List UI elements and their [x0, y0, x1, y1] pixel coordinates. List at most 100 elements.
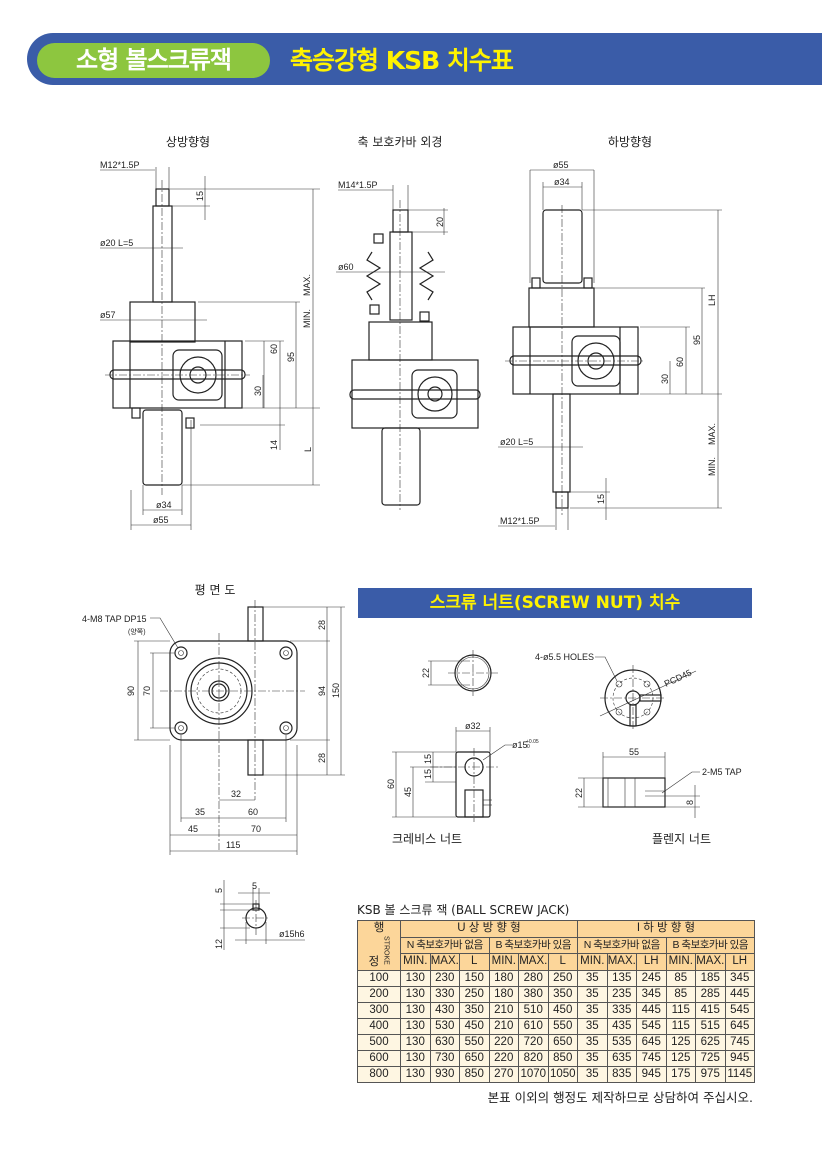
value-cell: 125	[665, 1033, 696, 1051]
value-cell: 945	[724, 1049, 755, 1067]
value-cell: 35	[577, 1033, 608, 1051]
value-cell: 535	[606, 1033, 637, 1051]
dim-label: ø15	[512, 740, 528, 750]
value-cell: 130	[400, 985, 431, 1003]
value-cell: 150	[459, 969, 490, 987]
value-cell: 415	[695, 1001, 726, 1019]
value-cell: 515	[695, 1017, 726, 1035]
drawing-title: 상방향형	[166, 135, 210, 149]
column-header: MAX.	[695, 953, 726, 971]
dim-label: ø34	[554, 177, 570, 187]
value-cell: 270	[488, 1065, 519, 1083]
category-pill: 소형 볼스크류잭	[37, 43, 270, 78]
dim-label: 70	[142, 686, 152, 696]
value-cell: 530	[429, 1017, 460, 1035]
value-cell: 35	[577, 1001, 608, 1019]
dim-label: LH	[707, 294, 717, 306]
value-cell: 450	[547, 1001, 578, 1019]
page-title: 축승강형 KSB 치수표	[290, 46, 514, 75]
dim-label: MAX.	[302, 274, 312, 296]
subgroup-header: B 축보호카바 있음	[488, 936, 578, 955]
value-cell: 380	[518, 985, 549, 1003]
dim-label: 20	[435, 217, 445, 227]
column-header: MIN.	[488, 953, 519, 971]
value-cell: 130	[400, 1001, 431, 1019]
value-cell: 130	[400, 969, 431, 987]
dim-label: 4-M8 TAP DP15	[82, 614, 147, 624]
value-cell: 280	[518, 969, 549, 987]
value-cell: 35	[577, 1065, 608, 1083]
subgroup-header: N 축보호카바 없음	[577, 936, 667, 955]
dim-label: M12*1.5P	[500, 516, 540, 526]
value-cell: 85	[665, 969, 696, 987]
dim-label: ø20 L=5	[100, 238, 133, 248]
value-cell: 35	[577, 985, 608, 1003]
drawing-cover-type: 축 보호카바 외경 M14*1.5P 20 ø60	[336, 135, 481, 510]
value-cell: 545	[636, 1017, 667, 1035]
value-cell: 975	[695, 1065, 726, 1083]
value-cell: 85	[665, 985, 696, 1003]
value-cell: 345	[724, 969, 755, 987]
dim-label: 0	[527, 744, 530, 750]
dim-label: 95	[286, 352, 296, 362]
dim-label: 60	[386, 779, 396, 789]
value-cell: 210	[488, 1001, 519, 1019]
dim-label: ø34	[156, 500, 172, 510]
value-cell: 510	[518, 1001, 549, 1019]
stroke-cell: 200	[357, 985, 401, 1003]
value-cell: 130	[400, 1017, 431, 1035]
dim-label: 60	[248, 807, 258, 817]
value-cell: 175	[665, 1065, 696, 1083]
dim-label: PCD45	[663, 667, 694, 688]
value-cell: 945	[636, 1065, 667, 1083]
drawing-title: 하방향형	[608, 135, 652, 149]
stroke-cell: 600	[357, 1049, 401, 1067]
value-cell: 635	[606, 1049, 637, 1067]
dim-label: ø32	[465, 721, 481, 731]
dim-label: 5	[214, 888, 224, 893]
dim-label: 94	[317, 686, 327, 696]
value-cell: 725	[695, 1049, 726, 1067]
dim-label: ø55	[553, 160, 569, 170]
stroke-cell: 100	[357, 969, 401, 987]
dim-label: 22	[421, 668, 431, 678]
dim-label: ø15h6	[279, 929, 305, 939]
value-cell: 820	[518, 1049, 549, 1067]
dim-label: MAX.	[707, 423, 717, 445]
value-cell: 35	[577, 1049, 608, 1067]
group-header-i: I 하 방 향 형	[577, 920, 755, 938]
value-cell: 450	[459, 1017, 490, 1035]
dim-label: M14*1.5P	[338, 180, 378, 190]
value-cell: 1070	[518, 1065, 549, 1083]
value-cell: 650	[547, 1033, 578, 1051]
value-cell: 285	[695, 985, 726, 1003]
dim-label: 14	[269, 440, 279, 450]
drawing-plan-view: 평 면 도 28 94 150 28 90 70 32 35 60 45 70 …	[82, 583, 345, 855]
value-cell: 650	[459, 1049, 490, 1067]
dim-label: MIN.	[302, 309, 312, 328]
value-cell: 330	[429, 985, 460, 1003]
value-cell: 250	[547, 969, 578, 987]
table-note: 본표 이외의 행정도 제작하므로 상담하여 주십시오.	[487, 1090, 753, 1105]
column-header: MIN.	[400, 953, 431, 971]
column-header: L	[547, 953, 578, 971]
value-cell: 220	[488, 1033, 519, 1051]
stroke-cell: 400	[357, 1017, 401, 1035]
value-cell: 730	[429, 1049, 460, 1067]
value-cell: 35	[577, 1017, 608, 1035]
value-cell: 720	[518, 1033, 549, 1051]
stroke-cell: 800	[357, 1065, 401, 1083]
value-cell: 550	[459, 1033, 490, 1051]
dim-label: 115	[226, 840, 240, 850]
drawing-up-type: 상방향형 M12*1.5P 15 ø20 L=5 ø57 MAX. MIN. 9…	[100, 135, 320, 530]
dim-label: 28	[317, 620, 327, 630]
value-cell: 130	[400, 1033, 431, 1051]
value-cell: 35	[577, 969, 608, 987]
stroke-cell: 300	[357, 1001, 401, 1019]
column-header: LH	[724, 953, 755, 971]
value-cell: 430	[429, 1001, 460, 1019]
